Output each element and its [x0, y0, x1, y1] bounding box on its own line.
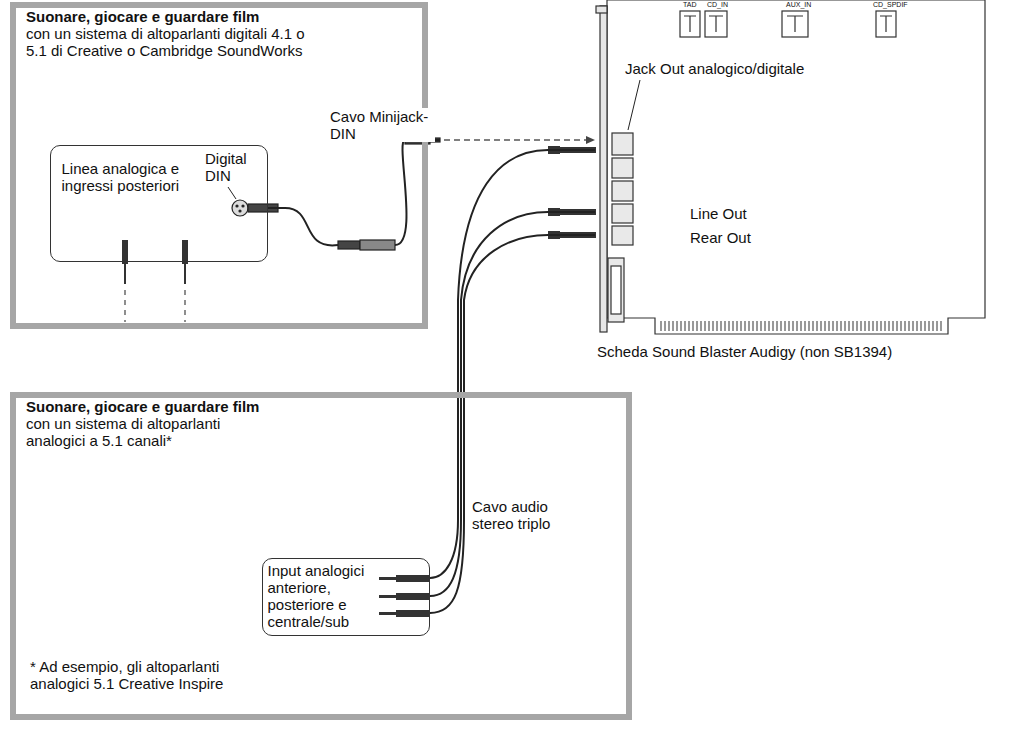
din-cable-parts [232, 136, 440, 250]
leader-line [228, 187, 236, 199]
box-text: * Ad esempio, gli altoparlanti analogici… [30, 658, 245, 692]
jack-name: Rear Out [690, 229, 770, 246]
setup-panel: Suonare, giocare e guardare filmcon un s… [10, 392, 632, 720]
header-name: TAD [683, 1, 696, 9]
input-plugs [379, 575, 430, 617]
cable-line [430, 150, 595, 578]
cable [268, 136, 595, 245]
cable-line [430, 212, 595, 596]
connector-name: Digital DIN [205, 150, 260, 184]
analog-jacks [122, 240, 188, 322]
header-name: AUX_IN [786, 1, 811, 9]
cable-label: Cavo Minijack-DIN [330, 108, 435, 142]
jack-name: Jack Out analogico/digitale [625, 60, 845, 77]
box-text: Input analogici anteriore, posteriore e … [268, 562, 374, 630]
jack-name: Line Out [690, 205, 770, 222]
sound-card: Scheda Sound Blaster Audigy (non SB1394) [595, 0, 1025, 372]
header-name: CD_IN [707, 1, 728, 9]
cable-line [430, 235, 595, 613]
box-text: Linea analogica e ingressi posteriori [62, 160, 192, 194]
minijack-plugs [548, 146, 596, 239]
cable [430, 150, 595, 613]
cable-line [444, 139, 587, 141]
cable-label: Cavo audio stereo triplo [472, 498, 572, 532]
header-name: CD_SPDIF [873, 1, 908, 9]
box-text: con un sistema di altoparlanti analogici… [26, 415, 266, 449]
panel-heading: Suonare, giocare e guardare film [26, 8, 406, 25]
box-text: Scheda Sound Blaster Audigy (non SB1394) [597, 343, 1017, 360]
box-text: con un sistema di altoparlanti digitali … [26, 25, 326, 59]
leader-line [628, 80, 640, 130]
speaker-input-box: Input analogici anteriore, posteriore e … [262, 558, 430, 636]
sound-card [596, 0, 985, 334]
cable-line [268, 140, 440, 245]
panel-heading: Suonare, giocare e guardare film [26, 398, 406, 415]
arrowhead [586, 136, 595, 144]
